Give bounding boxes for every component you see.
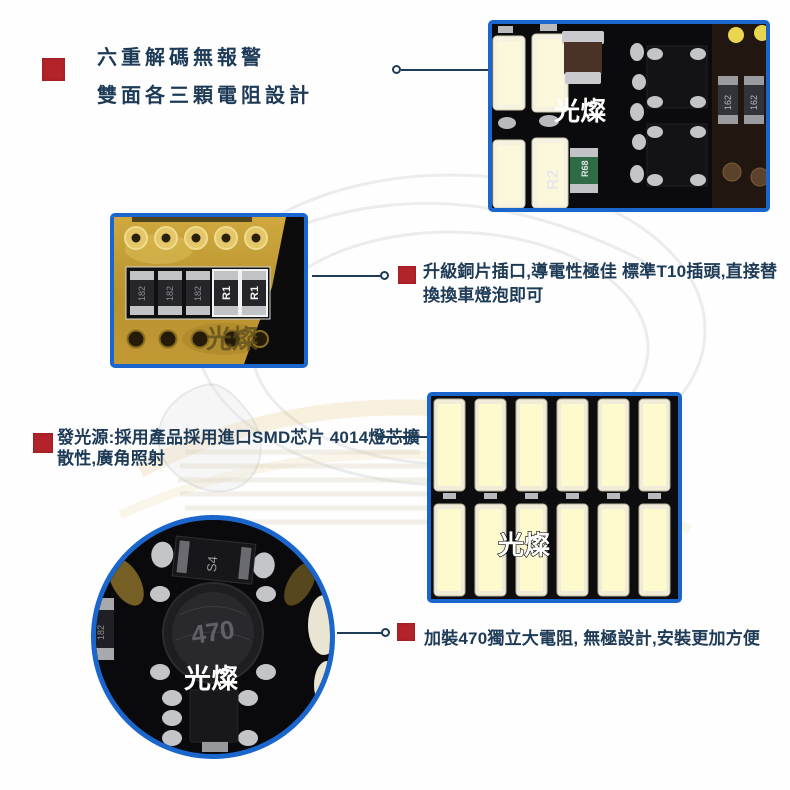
pcb-r68-resistor: R68	[570, 148, 598, 193]
bullet-decode	[42, 58, 65, 81]
feature-source-line1: 發光源:採用產品採用進口SMD芯片 4014燈芯擴	[57, 428, 420, 447]
bullet-socket	[398, 266, 416, 284]
leader-dot-resistor	[381, 628, 390, 637]
copper-resistor-row: 182 182 182 R1 R1	[125, 266, 271, 320]
led-watermark-text: 光燦	[497, 530, 551, 560]
svg-text:S4: S4	[204, 555, 221, 572]
bullet-resistor	[397, 623, 415, 641]
copper-top-pads	[124, 226, 268, 250]
inductor-photo-transistor	[162, 689, 258, 752]
feature-socket-line1: 升級銅片插口,導電性極佳 標準T10插頭,直接替	[423, 262, 778, 281]
feature-resistor-line1: 加裝470獨立大電阻, 無極設計,安裝更加方便	[424, 629, 761, 648]
svg-text:162: 162	[749, 95, 759, 110]
photo-copper-connector: 182 182 182 R1 R1 光燦	[110, 213, 308, 368]
feature-decode-line1: 六重解碼無報警	[97, 47, 265, 69]
leader-line-resistor	[337, 632, 383, 634]
svg-text:182: 182	[165, 286, 175, 301]
copper-bottom-holes	[126, 329, 269, 349]
pcb-capacitor	[562, 31, 604, 84]
pcb-solder-pads	[630, 43, 646, 183]
pcb-ic-blocks	[646, 45, 708, 187]
svg-text:R1: R1	[249, 286, 261, 300]
svg-text:R68: R68	[580, 160, 590, 177]
svg-text:182: 182	[193, 286, 203, 301]
leader-dot-pcb	[392, 65, 401, 74]
leader-line-source	[378, 436, 427, 438]
photo-led-array: 光燦	[427, 392, 682, 603]
inductor-photo-resistor: 182	[96, 598, 114, 660]
svg-text:182: 182	[96, 625, 106, 640]
inductor-component: 470	[150, 582, 276, 684]
photo-pcb-closeup: R68 R2 162 162 光燦	[488, 20, 770, 212]
svg-text:182: 182	[137, 286, 147, 301]
pcb-led-chips	[492, 24, 569, 208]
photo-inductor-circle: S4 182 470	[91, 515, 335, 759]
leader-dot-socket	[380, 271, 389, 280]
edge-led-sliver	[308, 595, 330, 655]
bullet-source	[33, 433, 53, 453]
svg-text:470: 470	[189, 614, 236, 650]
leader-line-pcb	[401, 69, 488, 71]
feature-decode-line2: 雙面各三顆電阻設計	[97, 85, 313, 107]
inductor-photo-diode: S4	[151, 535, 275, 585]
pcb-r2-label: R2	[545, 169, 562, 190]
pcb-watermark-text: 光燦	[553, 96, 607, 126]
led-array-chips	[433, 398, 671, 597]
svg-text:R1: R1	[221, 286, 233, 300]
pcb-right-section: 162 162	[712, 24, 766, 208]
copper-watermark-text: 光燦	[205, 324, 259, 354]
svg-text:162: 162	[723, 95, 733, 110]
leader-line-socket	[312, 275, 382, 277]
inductor-watermark-text: 光燦	[183, 664, 239, 694]
feature-socket-line2: 換換車燈泡即可	[423, 286, 544, 305]
feature-source-line2: 散性,廣角照射	[57, 449, 166, 468]
